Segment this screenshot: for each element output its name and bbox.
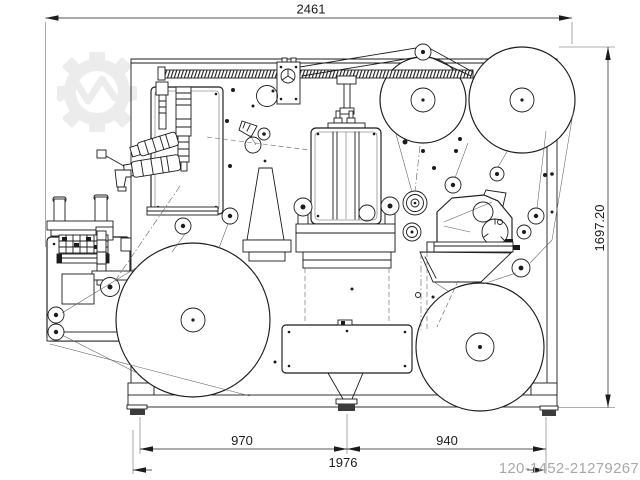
die-cutting-station [293,110,400,269]
gear-watermark-icon [56,52,137,132]
press-ram [336,75,357,115]
pneumatic-actuators [96,81,192,192]
dim-bottom-left-label: 970 [231,433,253,448]
roll-bottom-right [415,282,545,412]
linear-rail [157,66,474,81]
dim-bottom-overall-label: 1976 [329,455,358,470]
drive-unit [256,57,301,107]
roll-bottom-left [115,242,271,398]
dimension-right-height: 1697.20 [558,46,615,408]
web-path-lines [49,106,575,397]
dancer-arm [299,47,474,77]
foot-plate [335,398,358,405]
dimension-top-width: 2461 [45,2,573,247]
turret-rewinder [402,166,545,283]
watermark-listing-id: 120-1452-21279267 [499,460,639,477]
roll-hubs-top [410,87,535,113]
unwind-assembly [46,194,158,342]
foot-plate [539,405,559,411]
dimension-bottom-spans: 970 940 1976 [132,414,547,474]
pedestal [238,120,292,262]
guide-pulley-icon [414,43,432,61]
center-foot [338,404,355,411]
dim-right-height-label: 1697.20 [592,205,607,252]
right-foot [542,410,556,416]
dim-bottom-right-label: 940 [436,433,458,448]
left-foot [130,409,145,415]
dim-top-width-label: 2461 [297,2,326,17]
foot-plate [126,404,148,410]
output-chute [281,319,413,411]
